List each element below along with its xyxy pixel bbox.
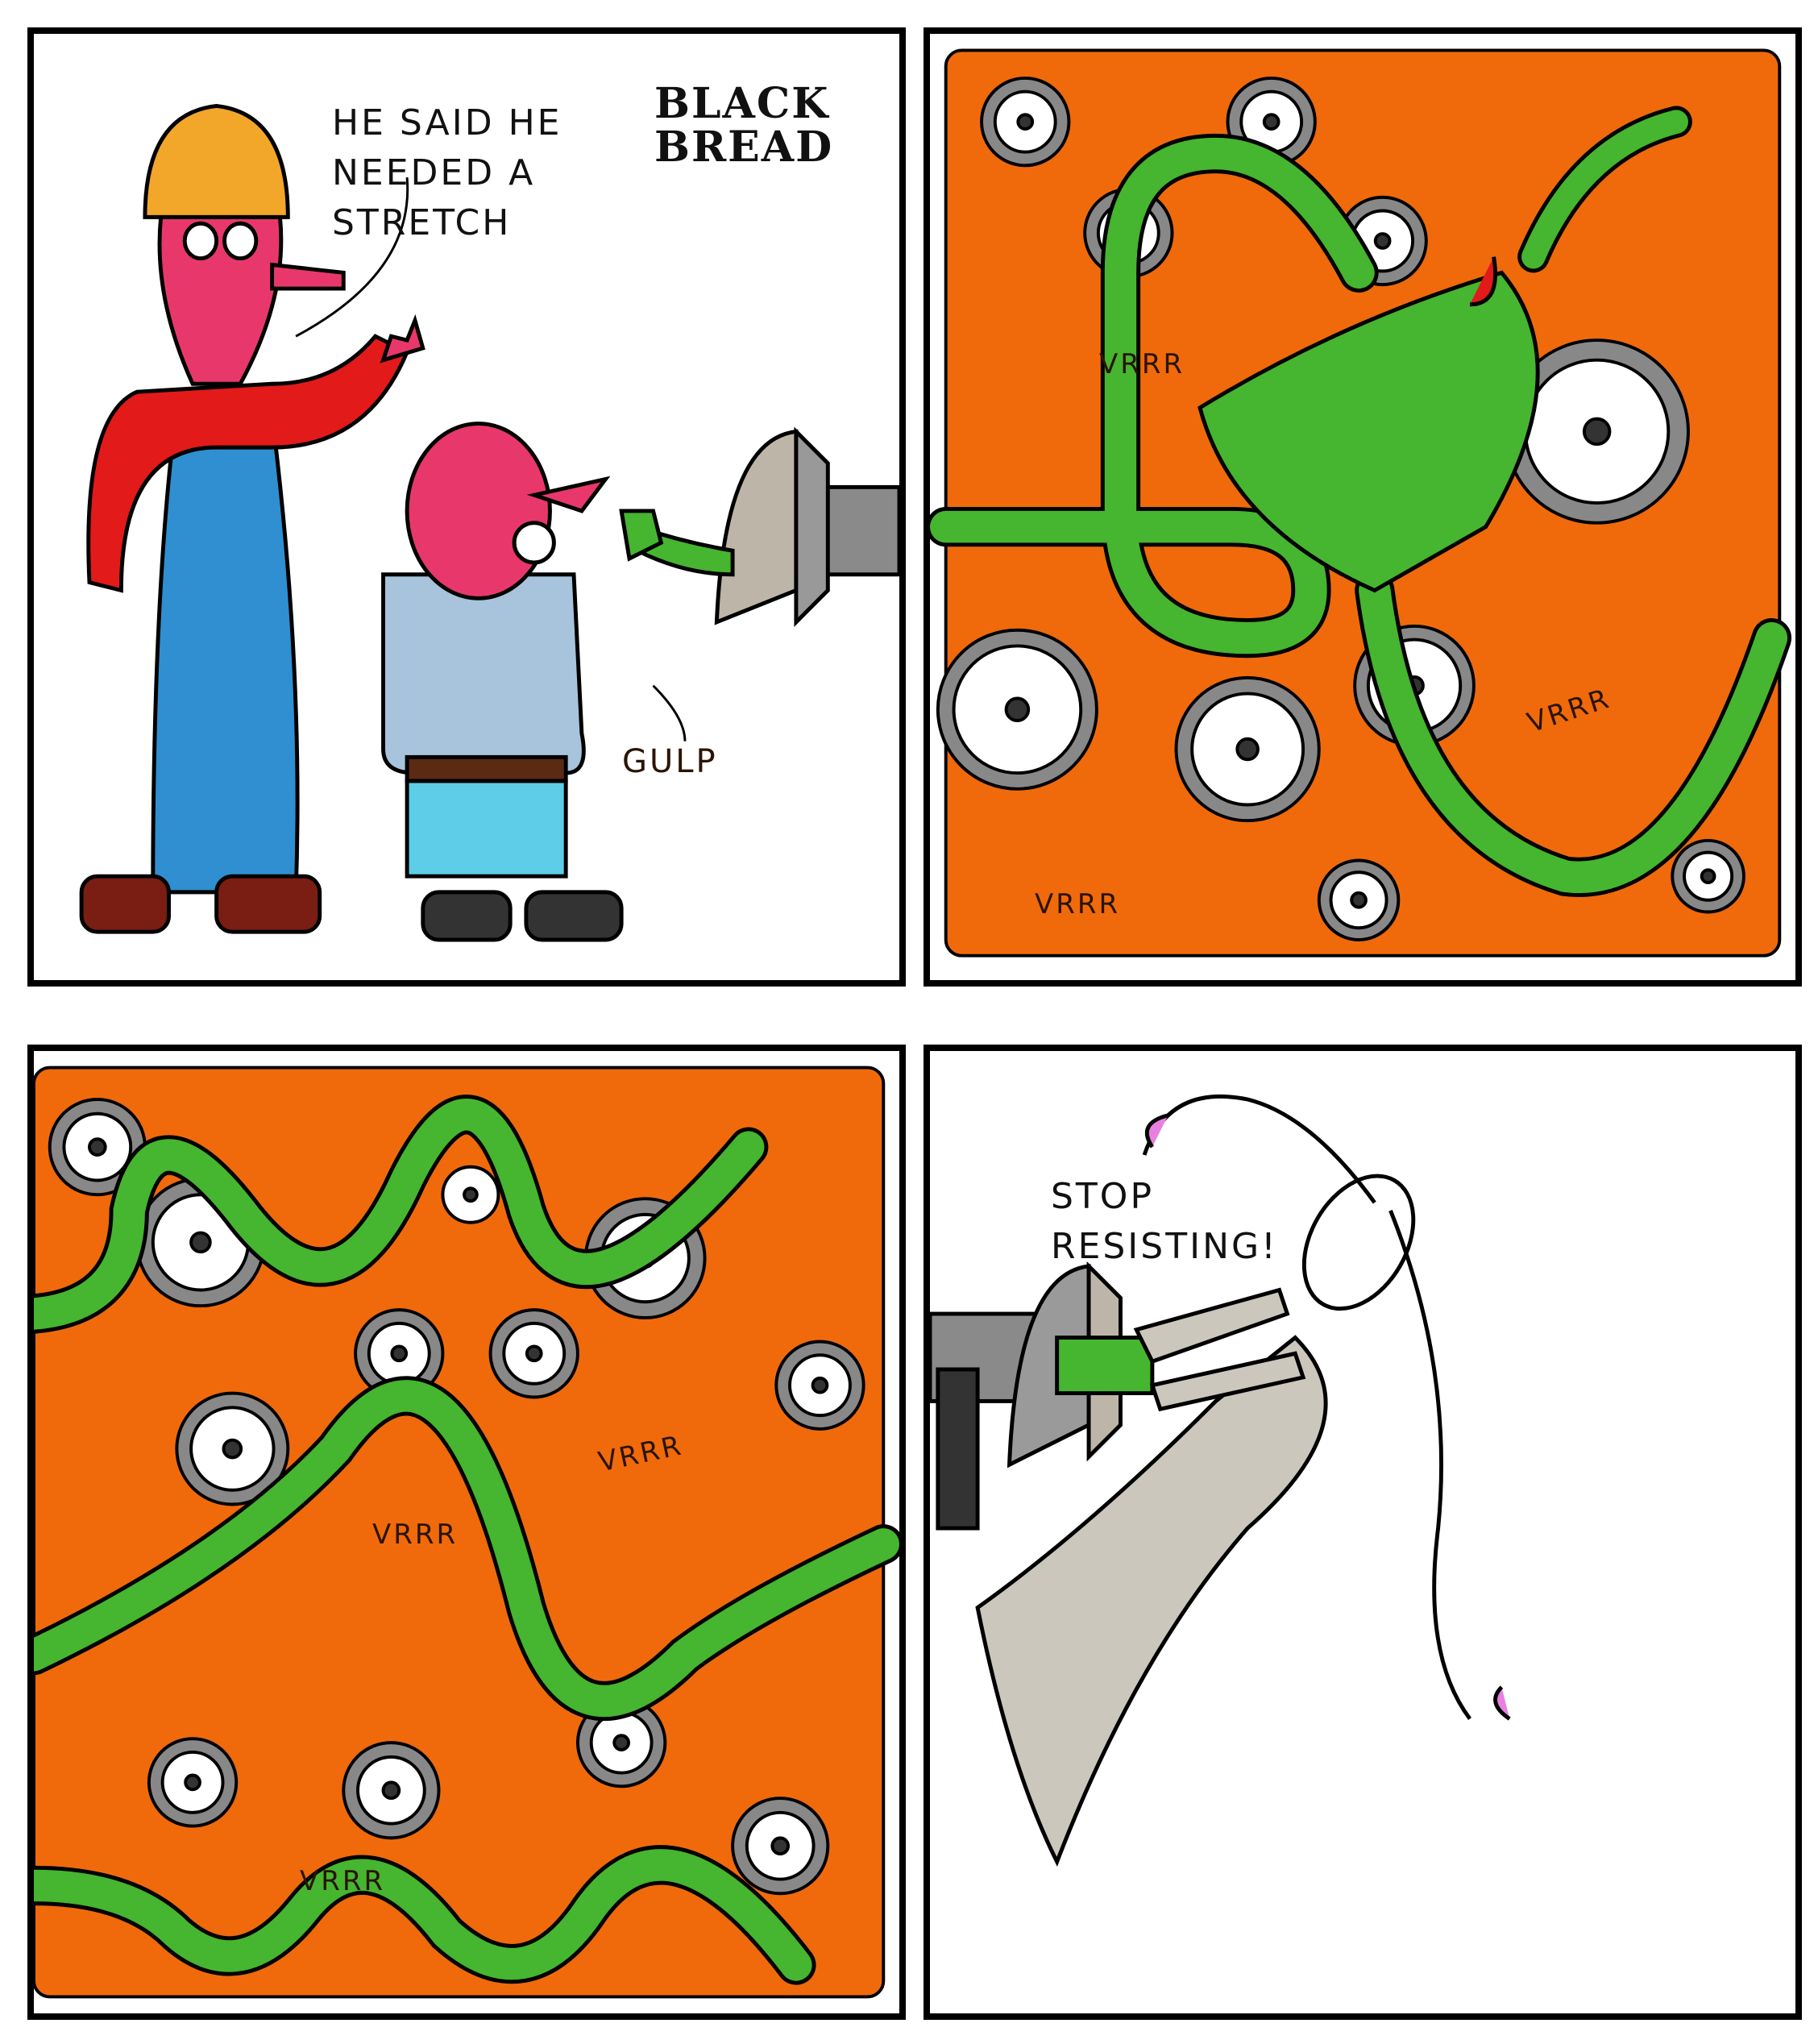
funnel-machine: [619, 426, 899, 627]
comic-panel-1: HE SAID HE NEEDED A STRETCH GULP BLACK B…: [27, 27, 906, 987]
long-eared-man: [936, 1095, 1511, 1867]
sfx-vrrr-3: VRRR: [1035, 888, 1121, 920]
funnel-machine: [930, 1261, 1155, 1469]
black-bread-logo: BLACK BREAD: [654, 82, 833, 169]
sfx-vrrr-2: VRRR: [372, 1518, 459, 1551]
speech-bubble-text: STOP RESISTING!: [1051, 1176, 1278, 1267]
panel-1-art: [79, 103, 899, 942]
comic-panel-4: STOP RESISTING!: [924, 1045, 1802, 2020]
comic-panel-3: VRRR VRRR VRRR: [27, 1045, 906, 2020]
speech-bubble-text: HE SAID HE NEEDED A STRETCH: [332, 102, 562, 243]
green-tentacles: [930, 106, 1792, 897]
sfx-vrrr-1: VRRR: [1099, 348, 1185, 380]
sfx-gulp: GULP: [622, 743, 718, 780]
tall-worker: [79, 103, 425, 934]
panel-3-art: [34, 1066, 899, 1999]
green-creature-body: [1197, 270, 1540, 593]
small-man: [381, 422, 624, 942]
panel-2-art: [930, 48, 1792, 958]
logo-line-2: BREAD: [654, 123, 834, 172]
creature-mouth: [1469, 256, 1498, 307]
sfx-vrrr-3: VRRR: [300, 1865, 386, 1897]
panel-4-art: [930, 1095, 1511, 1867]
comic-panel-2: VRRR VRRR VRRR: [924, 27, 1802, 987]
speech-tail: [295, 177, 409, 338]
gulp-tail: [652, 684, 687, 742]
green-tentacles: [34, 1095, 899, 1985]
logo-line-1: BLACK: [654, 79, 830, 128]
